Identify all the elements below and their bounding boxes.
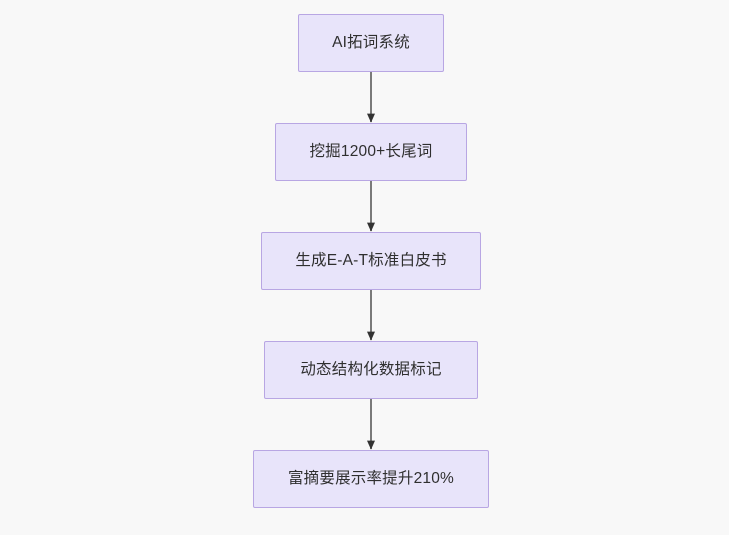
flowchart-node-dynamic-structured-data-markup[interactable]: 动态结构化数据标记 (264, 341, 478, 399)
flowchart-node-generate-eat-whitepaper[interactable]: 生成E-A-T标准白皮书 (261, 232, 481, 290)
flowchart-node-ai-keyword-system[interactable]: AI拓词系统 (298, 14, 444, 72)
node-label: 生成E-A-T标准白皮书 (295, 251, 447, 269)
node-label: 挖掘1200+长尾词 (309, 142, 433, 160)
node-label: AI拓词系统 (332, 33, 410, 51)
flowchart-node-rich-snippet-impression-uplift[interactable]: 富摘要展示率提升210% (253, 450, 489, 508)
node-label: 富摘要展示率提升210% (287, 469, 455, 487)
node-label: 动态结构化数据标记 (300, 360, 442, 378)
flowchart-node-mine-longtail-keywords[interactable]: 挖掘1200+长尾词 (275, 123, 467, 181)
